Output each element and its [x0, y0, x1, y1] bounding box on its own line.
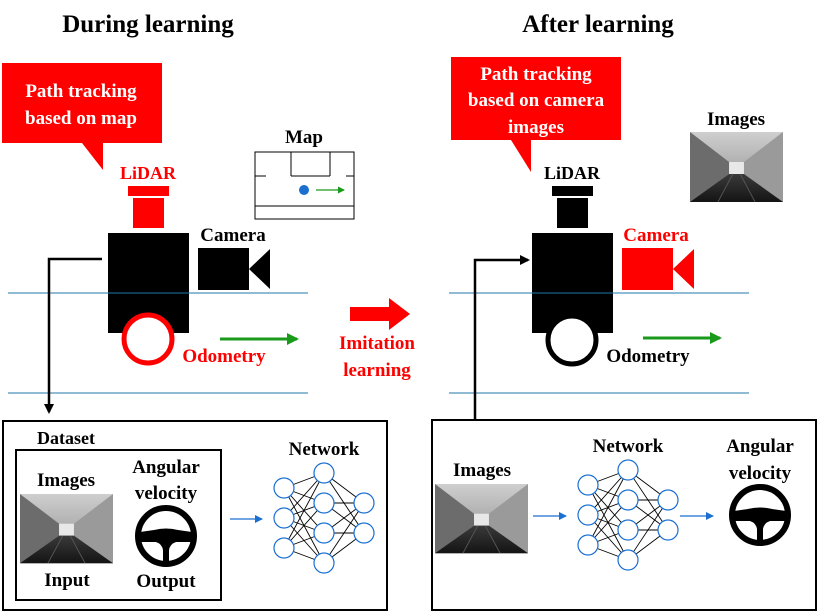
imitation-arrow [350, 298, 410, 330]
network-edge [587, 469, 629, 546]
network-node [617, 519, 639, 541]
network-node [617, 549, 639, 571]
network-node [353, 522, 375, 544]
camera-icon [198, 248, 270, 290]
callout-during: Path tracking based on map [2, 63, 162, 170]
camera-label-after: Camera [623, 225, 689, 246]
dataset-panel [2, 420, 388, 611]
network-node [577, 474, 599, 496]
title-during: During learning [62, 11, 234, 38]
odometry-label-during: Odometry [182, 346, 266, 367]
odometry-label-after: Odometry [606, 346, 690, 367]
callout-after: Path tracking based on camera images [451, 57, 621, 172]
input-label: Input [44, 570, 90, 591]
wheel-icon [545, 313, 599, 367]
network-edge [283, 472, 325, 549]
camera-label-during: Camera [200, 225, 266, 246]
network-icon [577, 459, 679, 571]
inference-panel [431, 419, 817, 611]
svg-text:Path tracking: Path tracking [480, 64, 592, 85]
network-edge [323, 502, 365, 564]
network-node [577, 534, 599, 556]
network-node [273, 477, 295, 499]
lidar-label-during: LiDAR [120, 163, 177, 183]
camera-icon [622, 248, 694, 290]
network-node [313, 522, 335, 544]
map-icon [254, 151, 355, 220]
lidar-icon [128, 186, 169, 228]
steering-wheel-icon [732, 487, 788, 543]
network-node [617, 459, 639, 481]
network-node [313, 462, 335, 484]
svg-text:Path tracking: Path tracking [25, 81, 137, 102]
network-node [273, 537, 295, 559]
network-node [577, 504, 599, 526]
images-label-during: Images [37, 470, 95, 491]
output-label: Output [136, 571, 196, 592]
network-node [353, 492, 375, 514]
network-node [313, 492, 335, 514]
corridor-image-icon [19, 493, 114, 564]
svg-text:based on camera: based on camera [468, 90, 605, 111]
steering-wheel-icon [138, 508, 194, 564]
title-after: After learning [522, 11, 674, 38]
network-node [313, 552, 335, 574]
corridor-image-icon [434, 483, 529, 554]
svg-text:images: images [508, 117, 564, 138]
svg-text:based on map: based on map [25, 108, 137, 129]
images-label-after: Images [453, 460, 511, 481]
corridor-image-icon [689, 131, 784, 203]
dataset-label: Dataset [37, 428, 95, 448]
network-node [657, 489, 679, 511]
lidar-icon [552, 186, 593, 228]
network-node [657, 519, 679, 541]
map-label: Map [285, 127, 323, 148]
network-node [617, 489, 639, 511]
network-label-during: Network [289, 439, 360, 460]
lidar-label-after: LiDAR [544, 163, 601, 183]
network-icon [273, 462, 375, 574]
network-label-after: Network [593, 436, 664, 457]
wheel-icon [121, 312, 175, 366]
network-edge [627, 499, 669, 561]
images-label-after-top: Images [707, 109, 765, 130]
network-node [273, 507, 295, 529]
